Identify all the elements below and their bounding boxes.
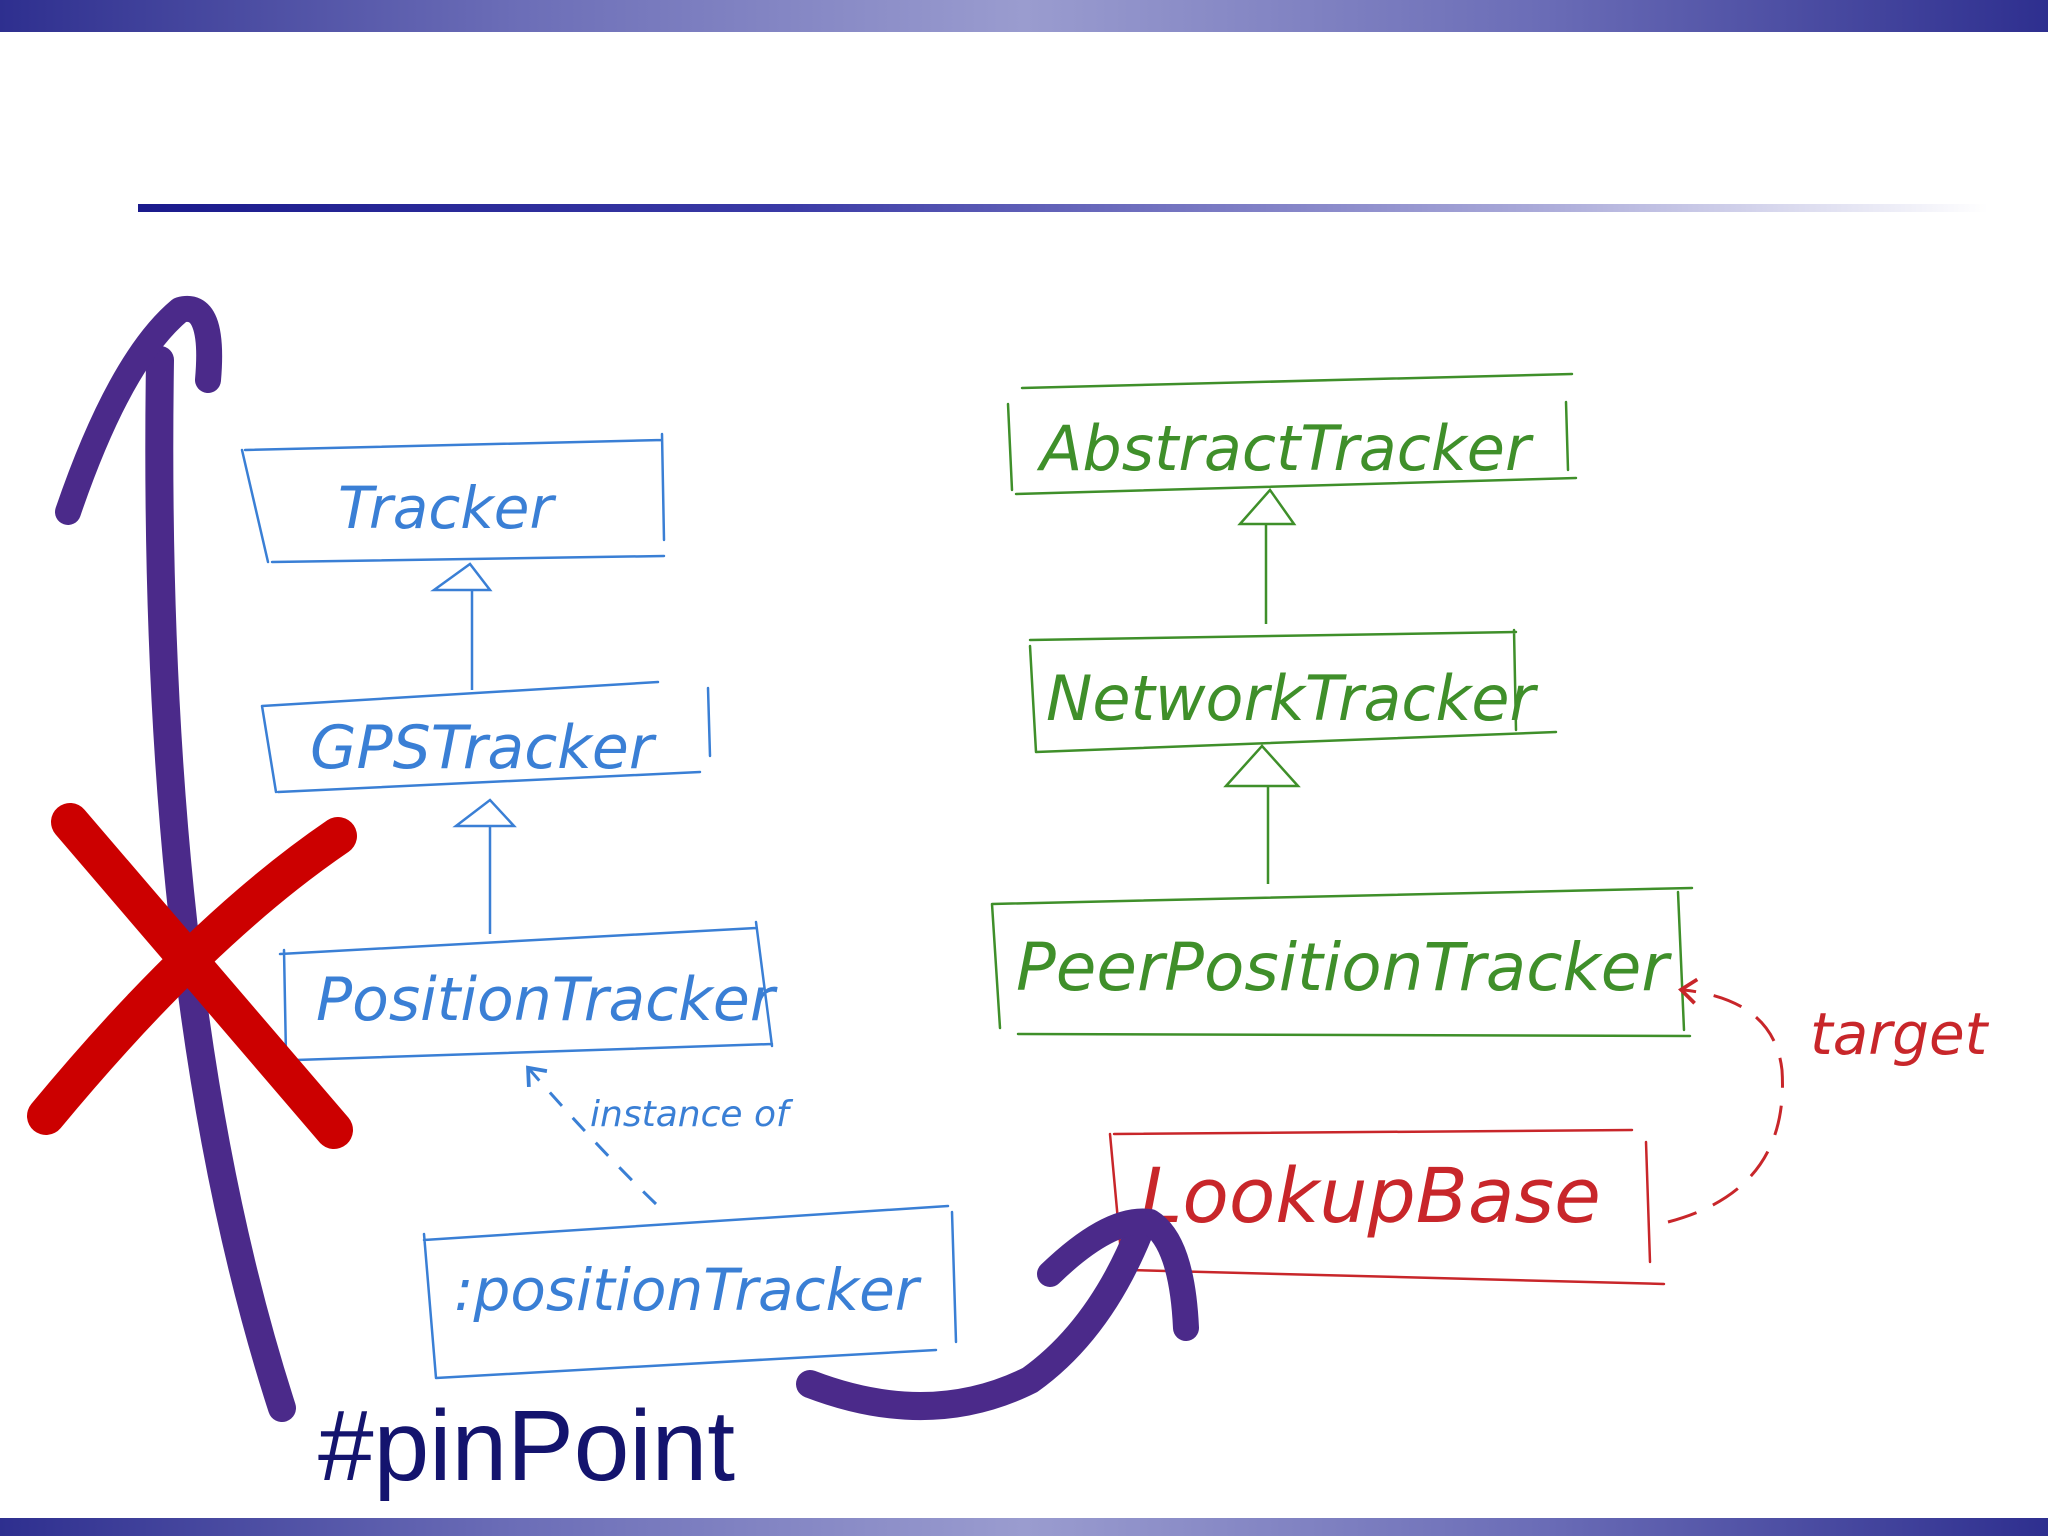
- positiontracker-instance-label: :positionTracker: [454, 1256, 922, 1324]
- peerpositiontracker-class-box: PeerPositionTracker: [990, 886, 1694, 1038]
- target-dashed-arrow: target: [1667, 977, 1990, 1224]
- lookupbase-label: LookupBase: [1140, 1151, 1601, 1240]
- lookupbase-class-box: LookupBase: [1108, 1128, 1666, 1286]
- title-underline-rule: [138, 204, 1988, 212]
- gps-inherits-tracker-arrow: [430, 562, 493, 690]
- target-label: target: [1810, 1000, 1990, 1068]
- abstracttracker-class-box: AbstractTracker: [1006, 372, 1578, 496]
- position-inherits-gps-arrow: [452, 798, 517, 934]
- tracker-class-box: Tracker: [240, 432, 666, 564]
- bottom-footer-band: [0, 1518, 2048, 1536]
- peer-inherits-network-arrow: [1223, 744, 1301, 884]
- tracker-label: Tracker: [338, 474, 556, 542]
- curved-purple-arrow: [796, 1208, 1199, 1420]
- positiontracker-class-box: PositionTracker: [278, 920, 778, 1062]
- networktracker-class-box: NetworkTracker: [1028, 628, 1558, 754]
- instance-of-label: instance of: [590, 1094, 794, 1135]
- networktracker-label: NetworkTracker: [1046, 662, 1539, 735]
- red-cross-mark: [27, 803, 357, 1149]
- network-inherits-abstract-arrow: [1237, 487, 1297, 624]
- top-header-band: [0, 0, 2048, 32]
- positiontracker-label: PositionTracker: [316, 965, 778, 1035]
- positiontracker-instance-box: :positionTracker: [422, 1204, 958, 1380]
- abstracttracker-label: AbstractTracker: [1036, 412, 1534, 485]
- peerpositiontracker-label: PeerPositionTracker: [1016, 929, 1672, 1006]
- hashtag-label: #pinPoint: [318, 1390, 735, 1502]
- gpstracker-label: GPSTracker: [310, 713, 657, 783]
- instance-of-dashed-arrow: instance of: [526, 1065, 794, 1206]
- gpstracker-class-box: GPSTracker: [260, 680, 712, 794]
